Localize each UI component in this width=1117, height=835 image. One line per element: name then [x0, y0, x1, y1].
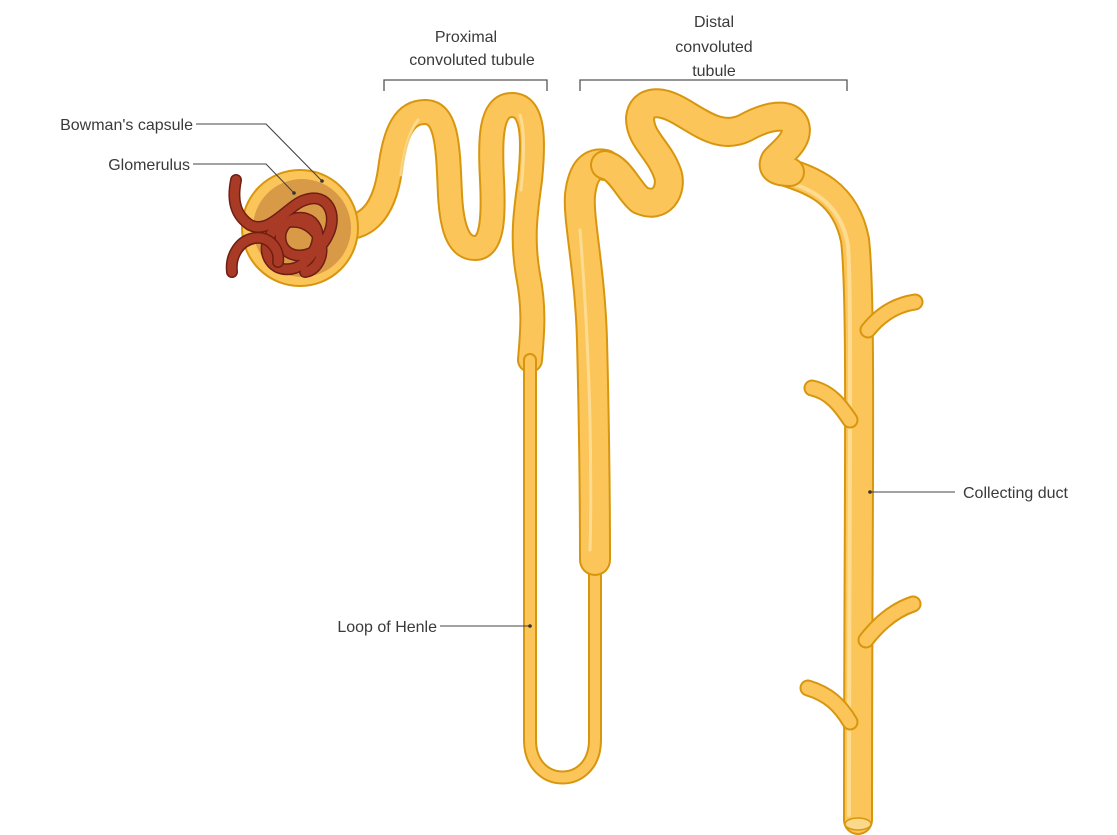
renal-tubule [345, 103, 796, 777]
label-distal-line1: Distal [694, 14, 734, 31]
label-glomerulus: Glomerulus [108, 157, 190, 174]
label-distal-line2: convoluted [675, 39, 752, 56]
label-bowmans-capsule: Bowman's capsule [60, 117, 193, 134]
label-collecting-duct: Collecting duct [963, 485, 1069, 502]
label-proximal-line1: Proximal [435, 29, 497, 46]
label-distal-line3: tubule [692, 63, 736, 80]
label-proximal-line2: convoluted tubule [409, 52, 535, 69]
label-loop-of-henle: Loop of Henle [337, 619, 437, 636]
proximal-bracket [384, 80, 547, 91]
distal-bracket [580, 80, 847, 91]
collecting-duct [780, 170, 915, 830]
